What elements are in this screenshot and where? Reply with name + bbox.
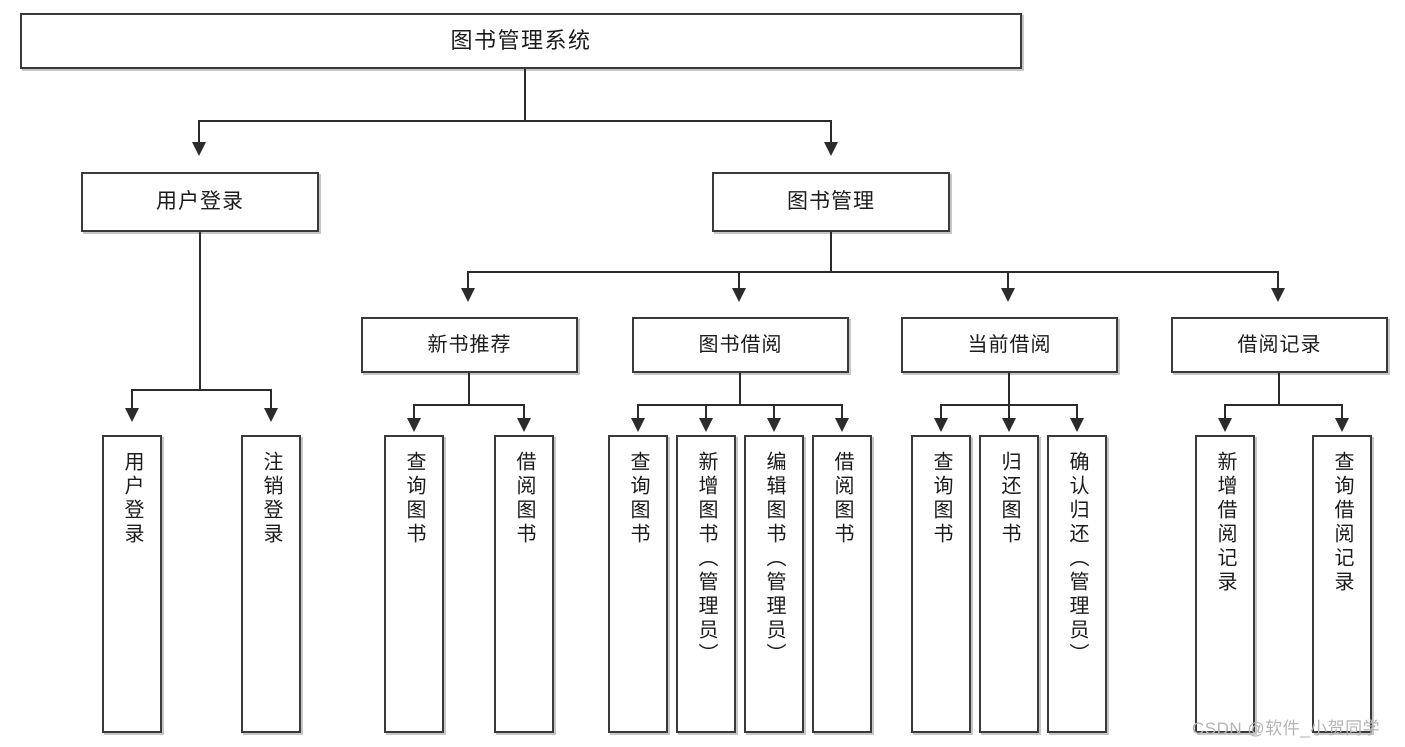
node-label: 借阅图书 xyxy=(831,451,853,547)
arrow-to-leaf-query-book-c xyxy=(934,418,948,432)
node-leaf-add-book[interactable]: 新增图书（管理员） xyxy=(676,435,736,733)
node-user-login[interactable]: 用户登录 xyxy=(81,172,319,232)
node-label: 借阅记录 xyxy=(1237,333,1322,356)
connector-book-manage-bus xyxy=(467,271,1279,273)
node-label: 确认归还（管理员） xyxy=(1066,451,1088,667)
node-label: 用户登录 xyxy=(156,190,244,214)
arrow-to-leaf-add-book xyxy=(699,418,713,432)
node-leaf-edit-book[interactable]: 编辑图书（管理员） xyxy=(744,435,804,733)
connector-user-login-bus xyxy=(131,389,271,391)
connector-new-book-rec-branch-1 xyxy=(413,404,415,420)
node-label: 当前借阅 xyxy=(967,333,1052,356)
connector-book-manage-branch-1 xyxy=(467,271,469,291)
connector-borrow-record-branch-2 xyxy=(1341,404,1343,420)
connector-new-book-rec-stem xyxy=(468,373,470,405)
arrow-to-leaf-query-book-b xyxy=(631,418,645,432)
node-label: 查询图书 xyxy=(627,451,649,547)
node-leaf-borrow-book-a[interactable]: 借阅图书 xyxy=(494,435,554,733)
arrow-to-leaf-query-book-a xyxy=(407,418,421,432)
node-root-system[interactable]: 图书管理系统 xyxy=(20,13,1022,69)
node-label: 图书借阅 xyxy=(698,333,783,356)
arrow-to-new-book-rec xyxy=(461,288,475,302)
node-label: 查询借阅记录 xyxy=(1331,451,1353,595)
connector-current-borrow-branch-1 xyxy=(940,404,942,420)
node-new-book-rec[interactable]: 新书推荐 xyxy=(361,317,578,373)
connector-root-to-user-login xyxy=(198,120,200,145)
arrow-to-leaf-borrow-book-b xyxy=(835,418,849,432)
arrow-to-leaf-query-record xyxy=(1335,418,1349,432)
node-label: 编辑图书（管理员） xyxy=(763,451,785,667)
arrow-to-leaf-borrow-book-a xyxy=(517,418,531,432)
node-label: 归还图书 xyxy=(998,451,1020,547)
connector-borrow-record-branch-1 xyxy=(1224,404,1226,420)
connector-root-bus xyxy=(198,120,832,122)
node-leaf-return-book[interactable]: 归还图书 xyxy=(979,435,1039,733)
node-leaf-add-record[interactable]: 新增借阅记录 xyxy=(1195,435,1255,733)
connector-current-borrow-stem xyxy=(1008,373,1010,405)
node-leaf-query-book-a[interactable]: 查询图书 xyxy=(384,435,444,733)
arrow-to-book-borrow xyxy=(732,288,746,302)
node-leaf-query-book-b[interactable]: 查询图书 xyxy=(608,435,668,733)
arrow-to-leaf-edit-book xyxy=(767,418,781,432)
node-leaf-query-book-c[interactable]: 查询图书 xyxy=(911,435,971,733)
arrow-to-leaf-add-record xyxy=(1218,418,1232,432)
node-leaf-confirm-return[interactable]: 确认归还（管理员） xyxy=(1047,435,1107,733)
node-label: 新增图书（管理员） xyxy=(695,451,717,667)
node-leaf-query-record[interactable]: 查询借阅记录 xyxy=(1312,435,1372,733)
connector-new-book-rec-bus xyxy=(413,404,525,406)
arrow-to-leaf-user-login xyxy=(125,408,139,422)
node-borrow-record[interactable]: 借阅记录 xyxy=(1171,317,1388,373)
connector-book-manage-branch-4 xyxy=(1277,271,1279,291)
connector-current-borrow-branch-2 xyxy=(1008,404,1010,420)
connector-user-login-branch-2 xyxy=(270,389,272,411)
connector-book-manage-branch-3 xyxy=(1007,271,1009,291)
arrow-to-leaf-confirm-return xyxy=(1070,418,1084,432)
arrow-to-leaf-return-book xyxy=(1002,418,1016,432)
arrow-to-borrow-record xyxy=(1271,288,1285,302)
arrow-to-user-login xyxy=(192,142,206,156)
node-label: 用户登录 xyxy=(121,451,143,547)
node-current-borrow[interactable]: 当前借阅 xyxy=(901,317,1118,373)
node-label: 借阅图书 xyxy=(513,451,535,547)
node-label: 新增借阅记录 xyxy=(1214,451,1236,595)
arrow-to-leaf-logout xyxy=(264,408,278,422)
connector-book-borrow-branch-2 xyxy=(705,404,707,420)
connector-book-borrow-branch-1 xyxy=(637,404,639,420)
connector-root-stem xyxy=(524,69,526,121)
arrow-to-book-manage xyxy=(824,142,838,156)
node-book-manage[interactable]: 图书管理 xyxy=(712,172,950,232)
node-book-borrow[interactable]: 图书借阅 xyxy=(632,317,849,373)
connector-book-borrow-bus xyxy=(637,404,843,406)
node-label: 图书管理系统 xyxy=(450,27,592,53)
connector-root-to-book-manage xyxy=(830,120,832,145)
connector-book-manage-stem xyxy=(830,232,832,272)
connector-book-borrow-branch-4 xyxy=(841,404,843,420)
node-leaf-logout[interactable]: 注销登录 xyxy=(241,435,301,733)
connector-user-login-stem xyxy=(199,232,201,390)
connector-new-book-rec-branch-2 xyxy=(523,404,525,420)
node-label: 查询图书 xyxy=(403,451,425,547)
node-leaf-borrow-book-b[interactable]: 借阅图书 xyxy=(812,435,872,733)
arrow-to-current-borrow xyxy=(1001,288,1015,302)
node-label: 图书管理 xyxy=(787,190,875,214)
connector-current-borrow-branch-3 xyxy=(1076,404,1078,420)
connector-book-borrow-branch-3 xyxy=(773,404,775,420)
connector-book-manage-branch-2 xyxy=(738,271,740,291)
connector-book-borrow-stem xyxy=(739,373,741,405)
connector-borrow-record-bus xyxy=(1224,404,1342,406)
connector-borrow-record-stem xyxy=(1278,373,1280,405)
node-leaf-user-login[interactable]: 用户登录 xyxy=(102,435,162,733)
connector-user-login-branch-1 xyxy=(131,389,133,411)
node-label: 查询图书 xyxy=(930,451,952,547)
node-label: 新书推荐 xyxy=(427,333,512,356)
node-label: 注销登录 xyxy=(260,451,282,547)
